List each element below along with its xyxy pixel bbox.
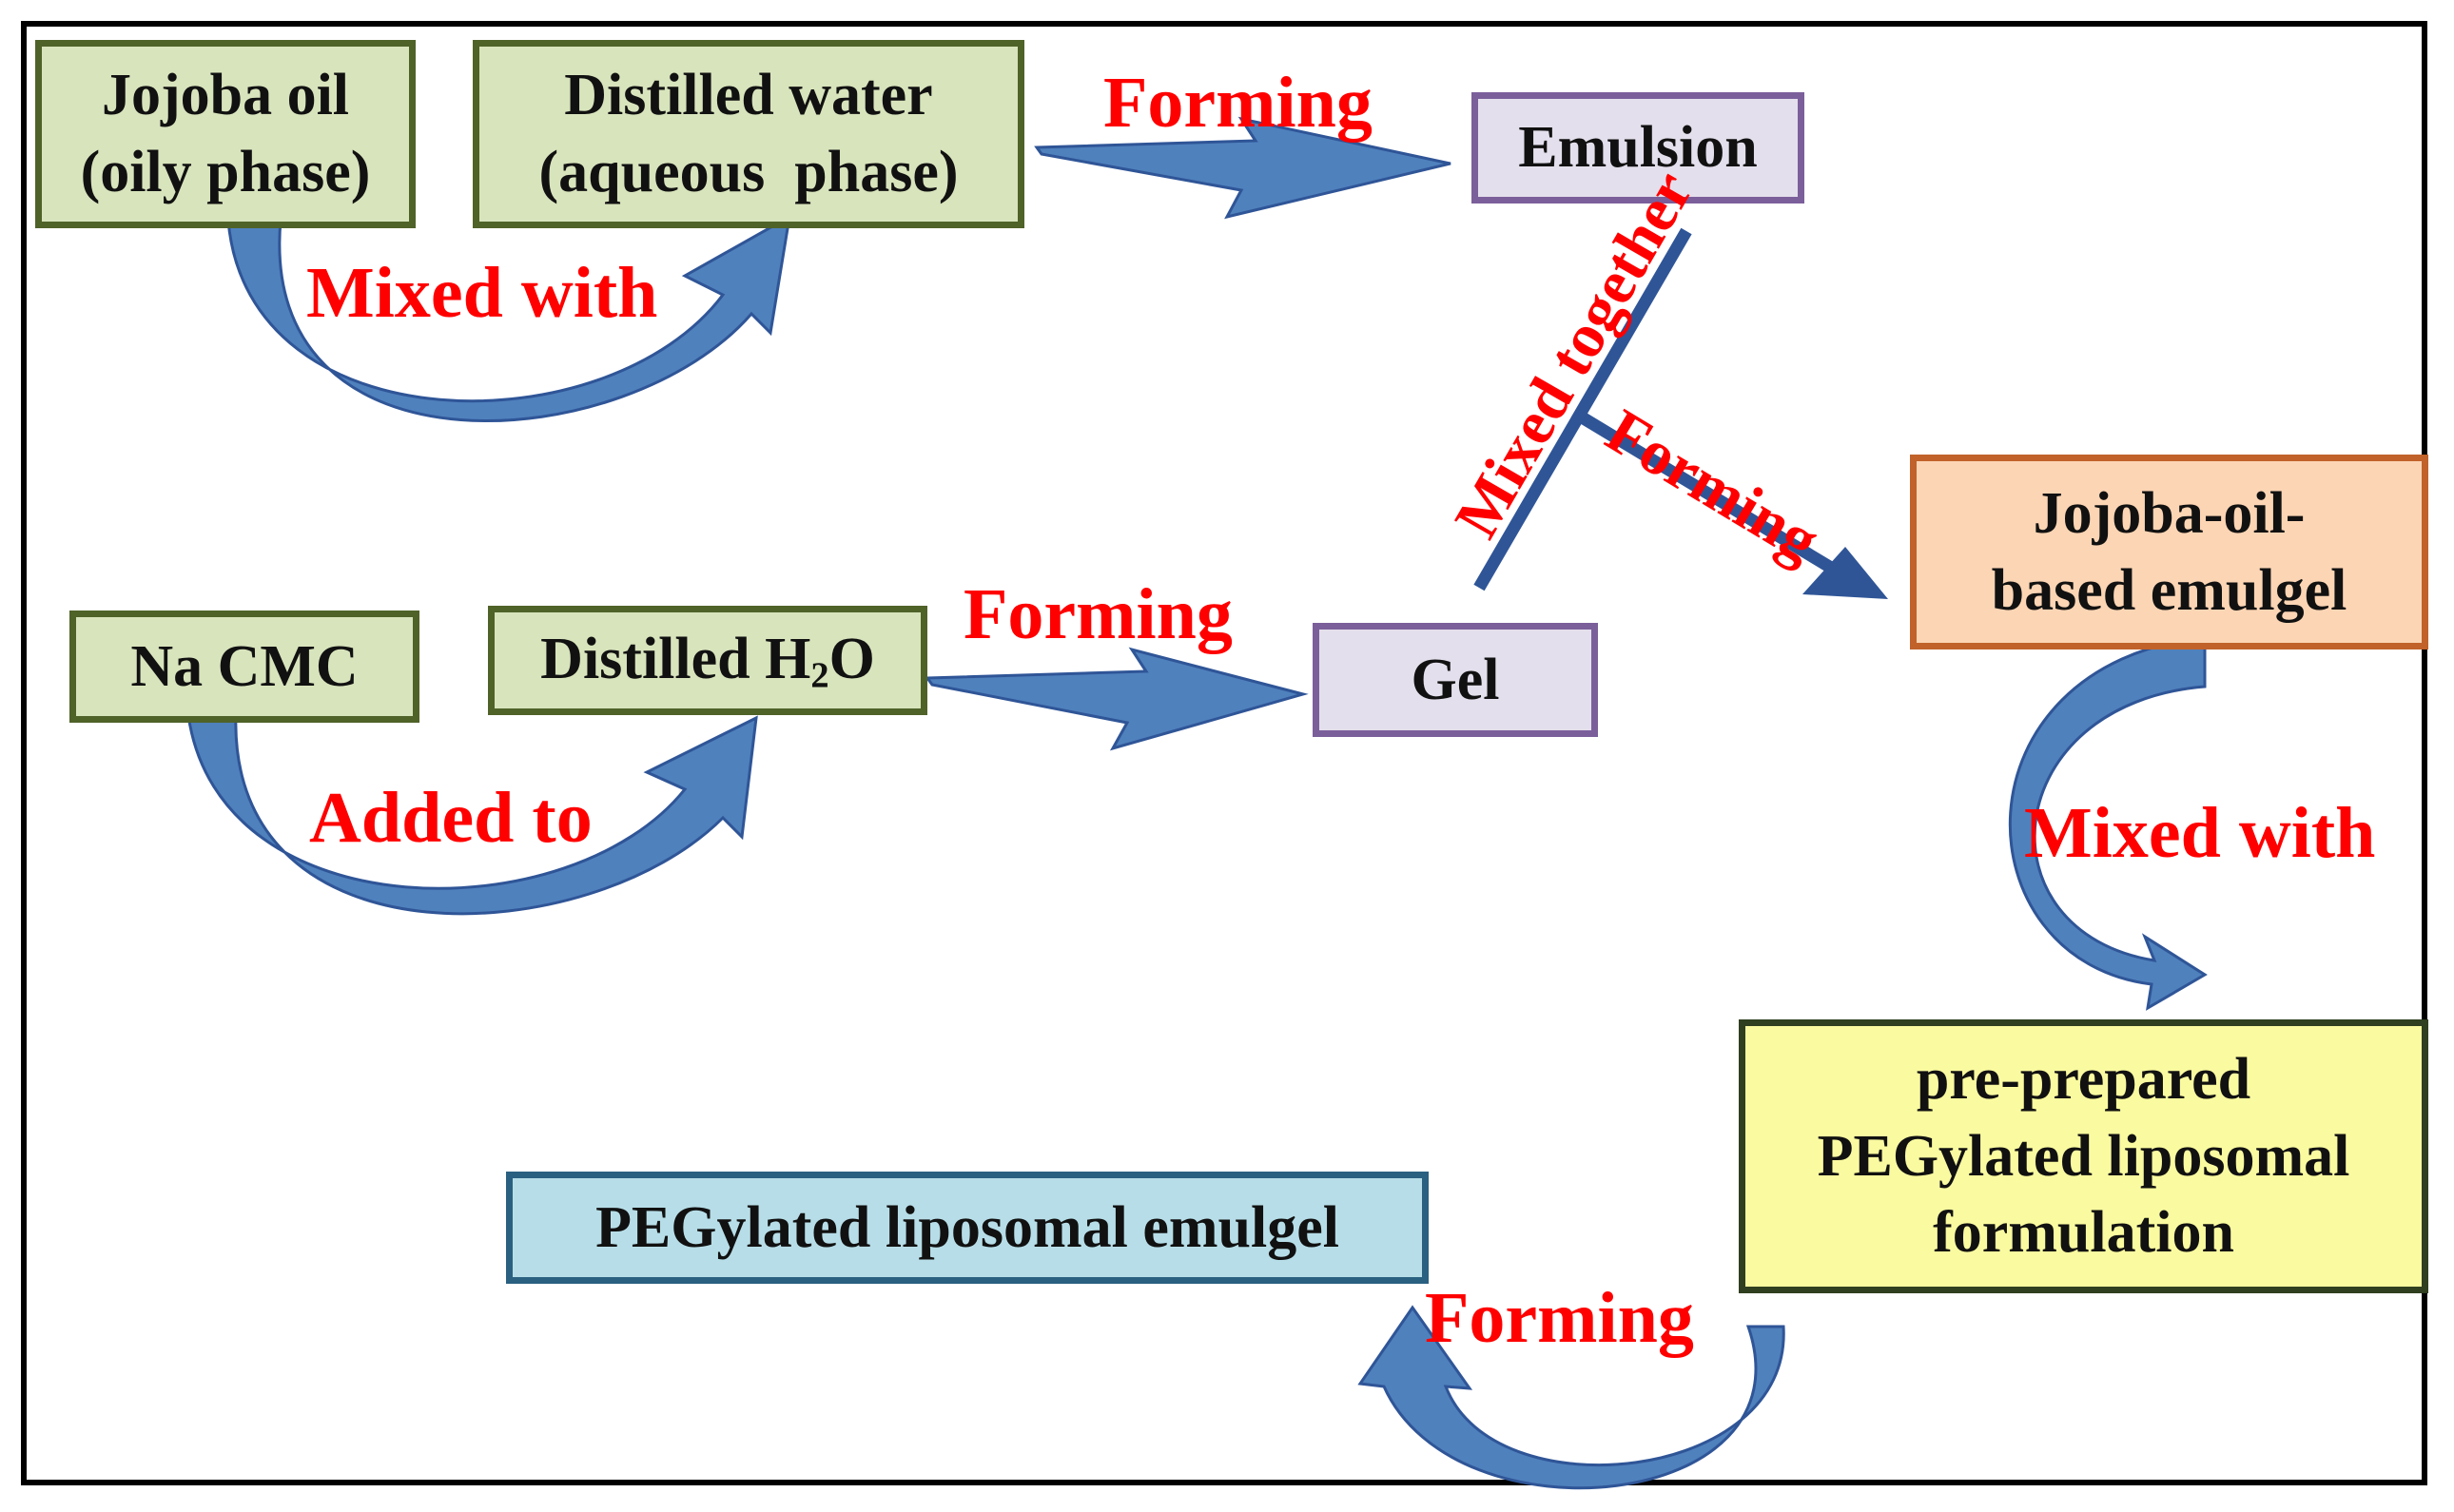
lightning-arrow-emulsion xyxy=(1034,116,1451,220)
distilled-h2o-suffix: O xyxy=(828,626,875,691)
curved-arrow-mixed-with xyxy=(226,214,791,422)
label-forming-mid: Forming xyxy=(964,574,1233,654)
curved-arrow-mixed-with-right xyxy=(2008,635,2208,1011)
forming-branch-arrowhead xyxy=(1802,547,1888,599)
distilled-water-box: Distilled water (aqueous phase) xyxy=(473,40,1024,228)
na-cmc-text: Na CMC xyxy=(130,633,359,699)
jojoba-oil-line2: (oily phase) xyxy=(80,140,371,204)
distilled-h2o-text: Distilled H2O xyxy=(540,621,875,701)
mixed-together-line xyxy=(1473,227,1692,591)
pegylated-emulgel-box: PEGylated liposomal emulgel xyxy=(506,1172,1429,1284)
pegylated-formulation-line3: formulation xyxy=(1933,1200,2234,1266)
forming-branch-line xyxy=(1580,413,1840,576)
emulsion-box: Emulsion xyxy=(1471,92,1804,204)
jojoba-oil-line1: Jojoba oil xyxy=(101,63,350,128)
jojoba-emulgel-box: Jojoba-oil- based emulgel xyxy=(1910,455,2428,649)
pegylated-formulation-line1: pre-prepared xyxy=(1916,1047,2251,1113)
jojoba-oil-box: Jojoba oil (oily phase) xyxy=(35,40,416,228)
label-mixed-with-top: Mixed with xyxy=(306,253,658,333)
jojoba-emulgel-line2: based emulgel xyxy=(1991,557,2347,623)
label-mixed-with-right: Mixed with xyxy=(2024,793,2376,873)
label-forming-top: Forming xyxy=(1103,63,1373,143)
pegylated-formulation-line2: PEGylated liposomal xyxy=(1817,1123,2350,1189)
na-cmc-box: Na CMC xyxy=(69,611,419,723)
distilled-water-line2: (aqueous phase) xyxy=(538,140,959,204)
distilled-h2o-box: Distilled H2O xyxy=(488,606,927,715)
label-forming-bottom: Forming xyxy=(1425,1278,1694,1358)
gel-text: Gel xyxy=(1411,647,1500,712)
label-added-to: Added to xyxy=(309,778,593,858)
gel-box: Gel xyxy=(1313,623,1598,737)
distilled-h2o-subscript: 2 xyxy=(810,655,829,696)
emulsion-text: Emulsion xyxy=(1518,115,1758,181)
curved-arrow-forming-bottom xyxy=(1357,1305,1785,1490)
lightning-arrow-gel xyxy=(925,647,1309,751)
pegylated-emulgel-text: PEGylated liposomal emulgel xyxy=(595,1194,1339,1260)
distilled-water-line1: Distilled water xyxy=(564,63,933,128)
jojoba-emulgel-line1: Jojoba-oil- xyxy=(2033,480,2306,546)
curved-arrow-added-to xyxy=(186,713,758,916)
pegylated-formulation-box: pre-prepared PEGylated liposomal formula… xyxy=(1739,1019,2428,1293)
distilled-h2o-prefix: Distilled H xyxy=(540,626,811,691)
